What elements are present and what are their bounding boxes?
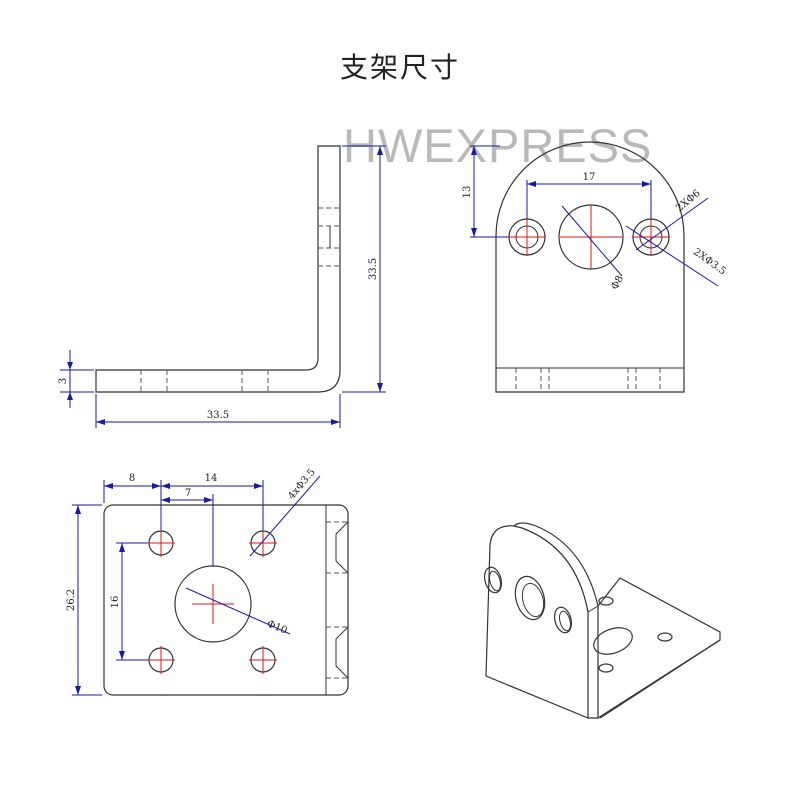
- iso-base-edge: [597, 639, 721, 719]
- iso-plate-edge: [513, 522, 599, 719]
- arrow: [377, 146, 383, 155]
- dim-small-thread: 2XΦ3.5: [691, 246, 728, 277]
- countersink-line: [335, 626, 349, 679]
- arrow: [75, 505, 81, 514]
- dim-length: 33.5: [207, 410, 229, 421]
- side-view: 3 33.5 33.5: [58, 145, 386, 428]
- front-plate-outline: [495, 141, 685, 393]
- base-plate-outline: [103, 504, 349, 696]
- arrow: [254, 483, 263, 489]
- arrow: [96, 419, 105, 425]
- arrow: [471, 146, 477, 155]
- iso-base-hole: [598, 663, 614, 673]
- arrow: [119, 651, 125, 660]
- arrow: [67, 392, 73, 400]
- arrow: [161, 497, 170, 503]
- dim-hole-spacing: 17: [583, 172, 596, 183]
- countersink-line: [335, 521, 349, 574]
- arrow: [471, 228, 477, 237]
- dim-hole-spacing-y: 16: [110, 596, 121, 609]
- iso-center-hole: [514, 575, 546, 621]
- leader-line: [185, 587, 291, 635]
- leader-line: [625, 225, 719, 287]
- dim-thickness: 3: [58, 378, 69, 384]
- isometric-view: [483, 522, 721, 719]
- iso-base-plate: [597, 577, 721, 719]
- dim-edge-offset: 8: [129, 473, 135, 484]
- iso-small-hole-inner: [559, 610, 571, 632]
- arrow: [104, 483, 113, 489]
- leader-line: [561, 205, 623, 277]
- top-view: 8 14 7 4xΦ3.5 26.2 16 Φ10: [66, 467, 349, 696]
- dim-center-hole: Φ8: [610, 274, 627, 292]
- arrow: [331, 419, 340, 425]
- arrow: [67, 362, 73, 370]
- iso-edge: [587, 605, 599, 613]
- dim-small-hole: 2XΦ6: [674, 188, 703, 214]
- arrow: [204, 497, 213, 503]
- dim-height: 33.5: [368, 258, 379, 280]
- dim-overall-width: 26.2: [66, 589, 77, 611]
- iso-small-hole-inner: [489, 570, 501, 592]
- page-title: 支架尺寸: [339, 51, 460, 84]
- iso-base-hole: [657, 632, 673, 642]
- dim-hole-height: 13: [462, 186, 473, 199]
- front-view: 13 17 Φ8 2XΦ6 2XΦ3.5: [462, 141, 728, 393]
- arrow: [377, 383, 383, 392]
- iso-base-center-hole: [593, 627, 633, 655]
- leader-line: [249, 475, 321, 557]
- iso-small-hole: [483, 566, 503, 594]
- dim-center-hole: Φ10: [265, 619, 289, 637]
- arrow: [75, 686, 81, 695]
- arrow: [642, 181, 651, 187]
- dim-center-offset: 7: [185, 488, 191, 499]
- iso-front-plate: [485, 525, 589, 719]
- dim-hole-spacing-x: 14: [205, 473, 218, 484]
- arrow: [161, 483, 170, 489]
- arrow: [119, 543, 125, 552]
- leader-line: [635, 197, 709, 251]
- arrow: [527, 181, 536, 187]
- iso-small-hole: [553, 606, 573, 634]
- iso-center-hole-inner: [521, 582, 545, 618]
- iso-base-hole: [598, 596, 614, 606]
- arrow: [152, 483, 161, 489]
- l-bracket-profile: [95, 145, 341, 393]
